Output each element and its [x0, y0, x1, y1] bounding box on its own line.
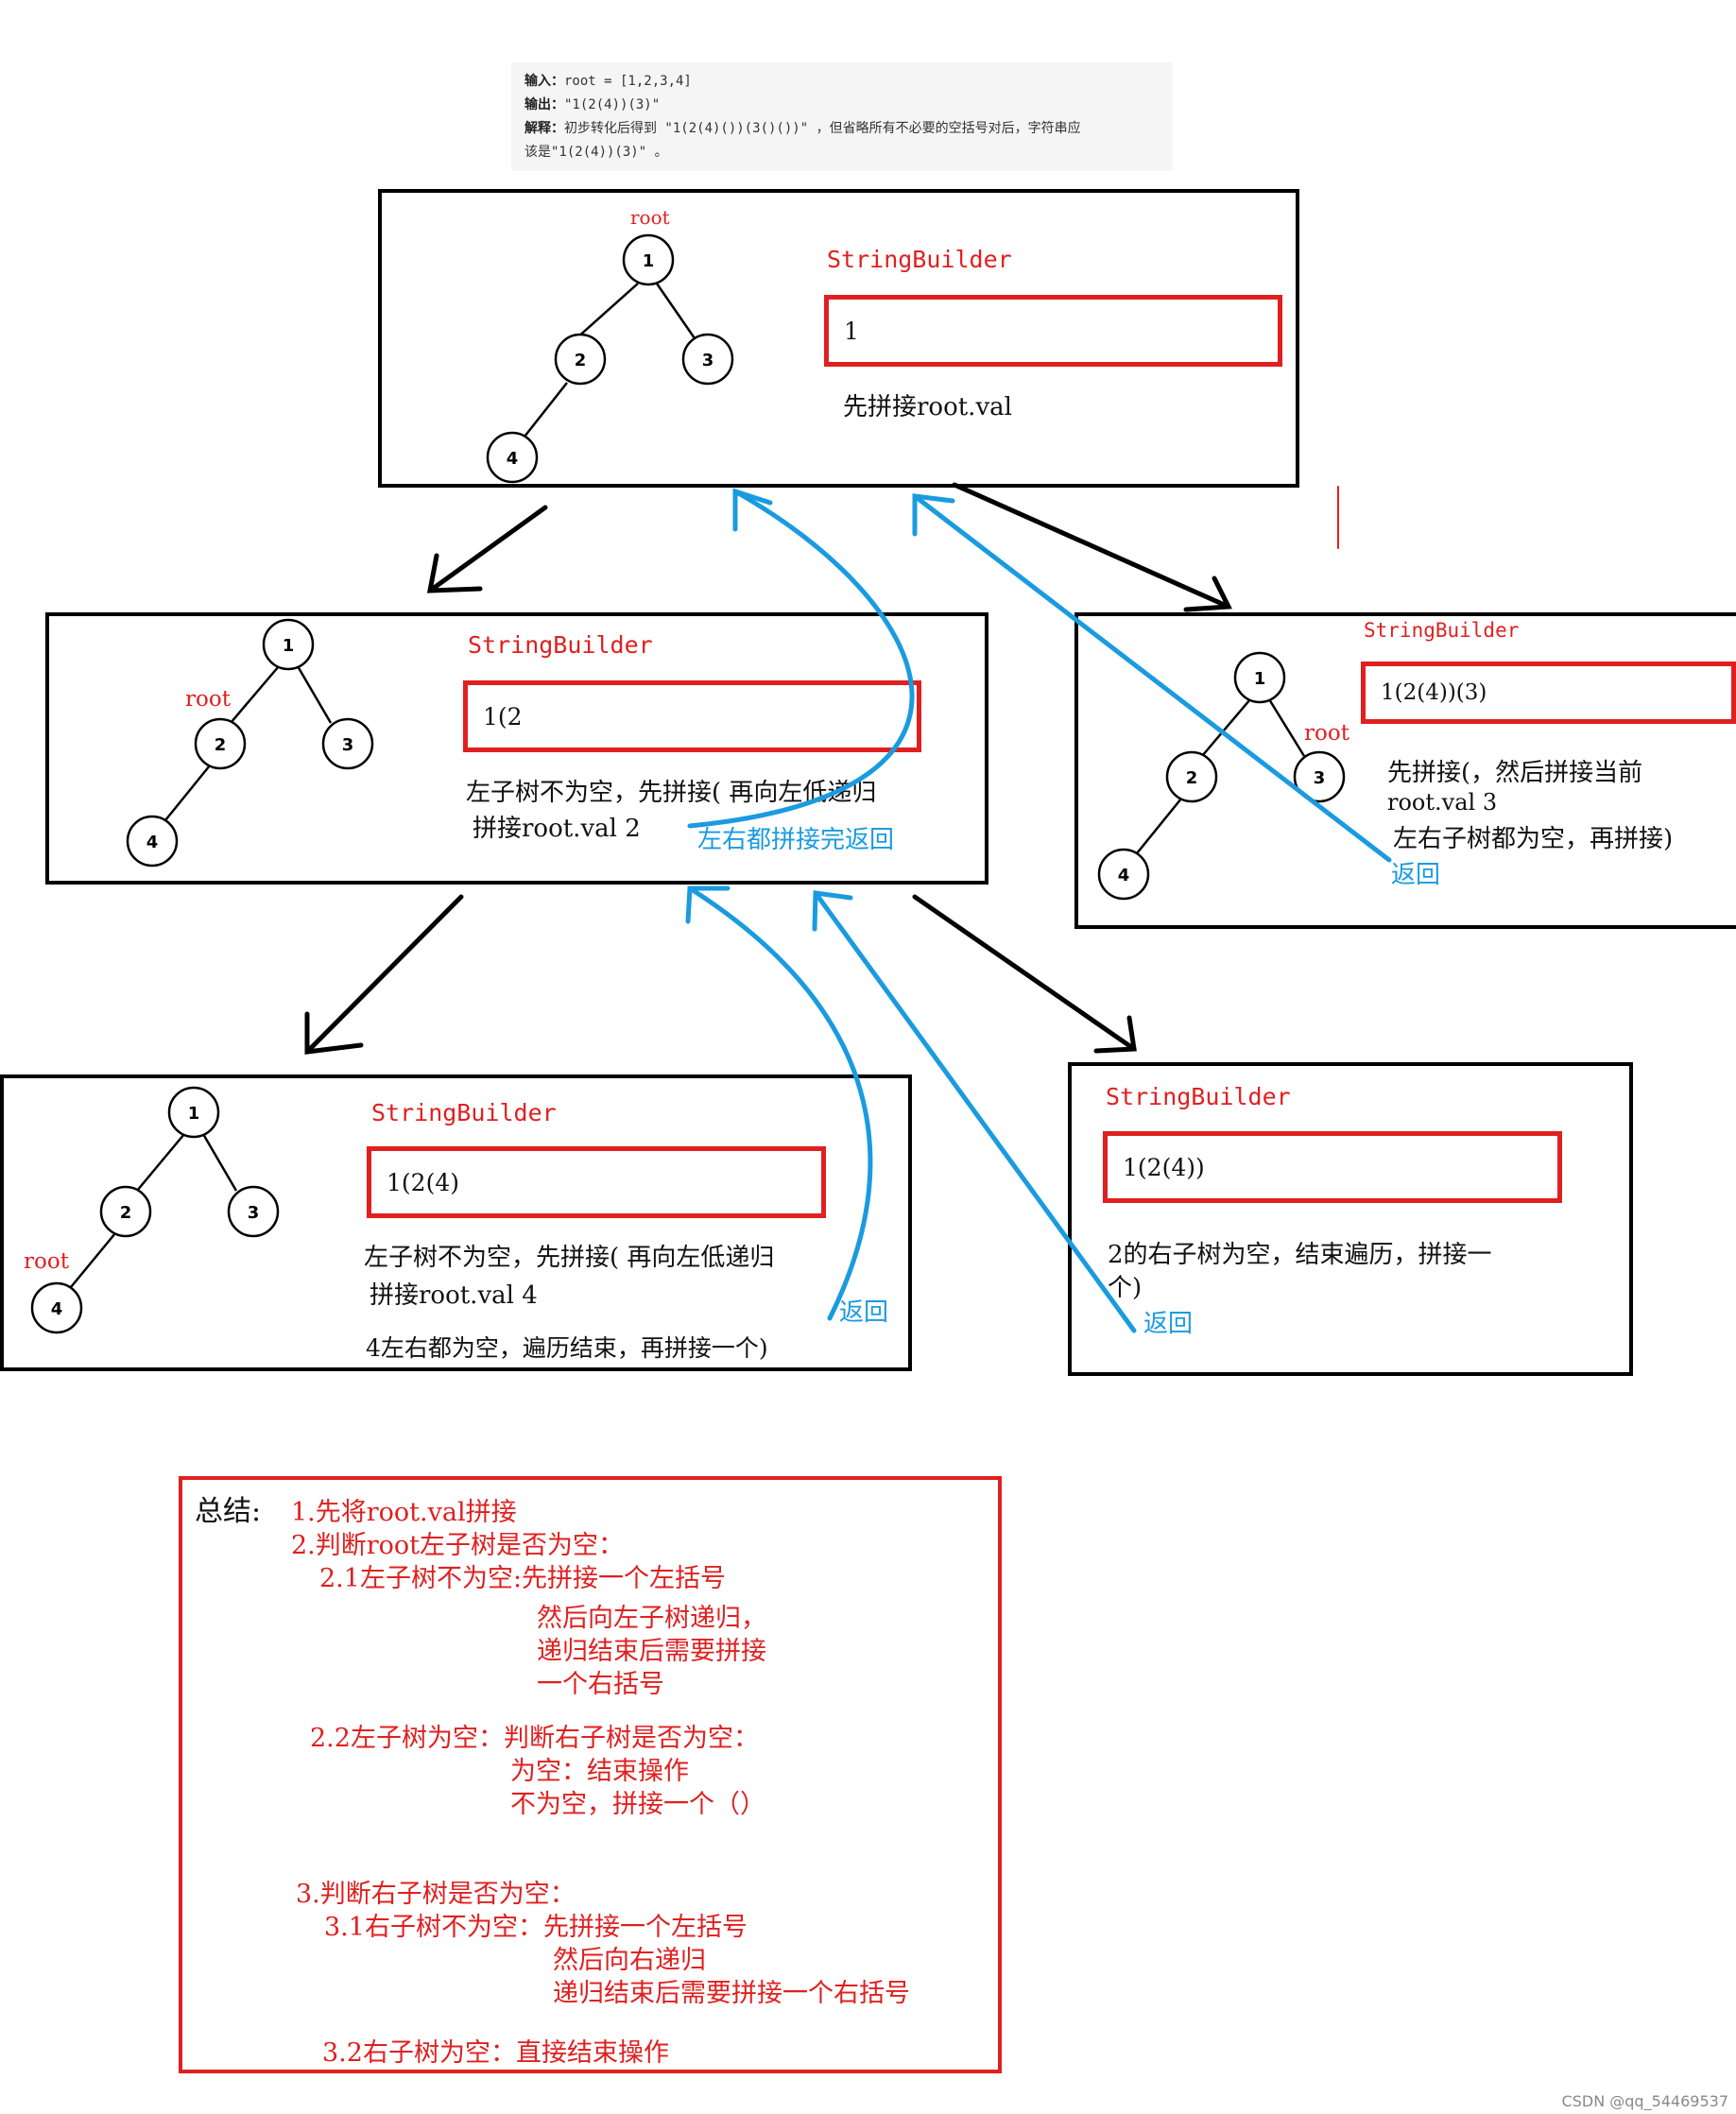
footer-watermark: CSDN @qq_54469537 — [1561, 2092, 1728, 2110]
panel-top — [378, 189, 1299, 488]
tree-bottom-left-node-3: 3 — [248, 1203, 260, 1223]
note-mid-right-3: 左右子树都为空，再拼接) — [1393, 825, 1674, 853]
summary-line-6: 一个右括号 — [537, 1670, 664, 1699]
sb-box-bottom-right: 1(2(4)) — [1103, 1131, 1562, 1203]
example-box: 输入：root = [1,2,3,4] 输出："1(2(4))(3)" 解释：初… — [511, 62, 1173, 171]
summary-line-13: 递归结束后需要拼接一个右括号 — [553, 1979, 910, 2008]
return-note-bottom-right: 返回 — [1143, 1310, 1194, 1338]
arrow-top-to-mid-right — [952, 482, 1232, 612]
note-bottom-left-1: 左子树不为空，先拼接( 再向左低递归 — [364, 1244, 775, 1272]
sb-box-mid-right: 1(2(4))(3) — [1361, 662, 1736, 724]
arrow-mid-left-to-bottom-right — [912, 894, 1137, 1054]
tree-mid-right-node-1: 1 — [1254, 669, 1266, 689]
tree-top-node-2: 2 — [575, 351, 587, 370]
root-label-bottom-left: root — [24, 1249, 69, 1274]
example-explain: 解释：初步转化后得到 "1(2(4)())(3()())" ，但省略所有不必要的… — [524, 121, 1081, 136]
note-bottom-right-2: 个) — [1108, 1274, 1143, 1302]
summary-line-12: 然后向右递归 — [553, 1946, 706, 1975]
example-output: 输出："1(2(4))(3)" — [524, 97, 661, 112]
tree-mid-right-node-4: 4 — [1118, 866, 1130, 885]
summary-line-1: 1.先将root.val拼接 — [291, 1498, 517, 1527]
example-input: 输入：root = [1,2,3,4] — [524, 74, 692, 89]
sb-box-bottom-left: 1(2(4) — [367, 1146, 826, 1218]
panel-bottom-left — [0, 1074, 912, 1371]
tree-mid-left-node-2: 2 — [215, 735, 227, 755]
arrow-mid-left-to-bottom-left — [304, 894, 464, 1055]
example-explain-2: 该是"1(2(4))(3)" 。 — [524, 145, 668, 160]
tree-bottom-left-node-4: 4 — [51, 1299, 63, 1319]
tree-mid-right-node-2: 2 — [1186, 768, 1198, 788]
summary-line-3: 2.1左子树不为空:先拼接一个左括号 — [319, 1564, 727, 1593]
note-mid-left-2: 拼接root.val 2 — [473, 815, 641, 843]
panel-bottom-right — [1068, 1062, 1633, 1376]
sb-label-bottom-right: StringBuilder — [1106, 1083, 1291, 1110]
sb-label-bottom-left: StringBuilder — [371, 1099, 557, 1126]
return-note-mid-left: 左右都拼接完返回 — [697, 826, 895, 854]
tree-bottom-left — [30, 1086, 280, 1334]
return-arrow-bottom-right — [812, 890, 1137, 1333]
summary-line-11: 3.1右子树不为空：先拼接一个左括号 — [324, 1913, 748, 1942]
summary-line-14: 3.2右子树为空：直接结束操作 — [322, 2038, 669, 2068]
tree-mid-left-node-1: 1 — [283, 636, 295, 656]
tree-mid-left-node-4: 4 — [146, 833, 159, 852]
note-mid-right-2: root.val 3 — [1387, 789, 1498, 816]
tree-mid-left-node-3: 3 — [342, 735, 354, 755]
tree-mid-left — [126, 618, 374, 868]
tree-mid-right — [1097, 651, 1346, 901]
summary-title: 总结: — [195, 1495, 262, 1528]
summary-line-7: 2.2左子树为空：判断右子树是否为空： — [310, 1724, 759, 1753]
sb-label-mid-left: StringBuilder — [468, 631, 653, 659]
root-label-top: root — [630, 206, 670, 229]
tree-top — [486, 233, 734, 484]
note-bottom-left-2: 拼接root.val 4 — [370, 1281, 538, 1310]
panel-mid-left — [45, 612, 988, 885]
tree-top-node-3: 3 — [702, 351, 714, 370]
root-label-mid-right: root — [1304, 721, 1349, 746]
note-bottom-left-3: 4左右都为空，遍历结束，再拼接一个) — [366, 1334, 768, 1362]
note-top: 先拼接root.val — [843, 393, 1012, 421]
tree-top-node-4: 4 — [507, 449, 519, 469]
sb-label-top: StringBuilder — [827, 246, 1012, 273]
return-arrow-mid-right — [912, 493, 1392, 863]
panel-mid-right — [1074, 612, 1736, 929]
summary-line-10: 3.判断右子树是否为空： — [296, 1880, 576, 1909]
sb-box-mid-left: 1(2 — [463, 680, 921, 752]
sb-label-mid-right: StringBuilder — [1364, 619, 1520, 642]
summary-line-5: 递归结束后需要拼接 — [537, 1637, 766, 1666]
tree-bottom-left-node-2: 2 — [120, 1203, 132, 1223]
return-arrow-mid-left — [687, 488, 915, 829]
return-arrow-bottom-left — [685, 885, 873, 1321]
summary-line-9: 不为空，拼接一个（） — [510, 1790, 765, 1819]
sb-box-top: 1 — [824, 295, 1282, 367]
tree-top-node-1: 1 — [643, 251, 655, 271]
summary-box — [179, 1476, 1002, 2073]
tree-bottom-left-node-1: 1 — [188, 1104, 200, 1124]
summary-line-8: 为空：结束操作 — [510, 1757, 689, 1786]
summary-line-4: 然后向左子树递归， — [537, 1604, 766, 1633]
arrow-top-to-mid-left — [426, 505, 548, 593]
return-note-mid-right: 返回 — [1391, 861, 1441, 889]
return-note-bottom-left: 返回 — [839, 1298, 889, 1327]
root-label-mid-left: root — [185, 687, 231, 712]
summary-line-2: 2.判断root左子树是否为空： — [291, 1531, 625, 1560]
tree-mid-right-node-3: 3 — [1314, 768, 1326, 788]
note-bottom-right-1: 2的右子树为空，结束遍历，拼接一 — [1108, 1241, 1492, 1269]
note-mid-right-1: 先拼接(，然后拼接当前 — [1387, 759, 1643, 787]
